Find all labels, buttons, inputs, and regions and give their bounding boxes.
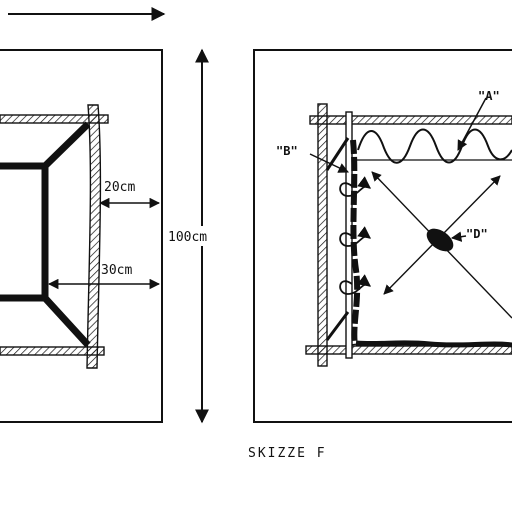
wavy-seal-a [357,128,512,164]
left-sketch: 20cm 30cm [0,49,163,423]
callout-a-label: "A" [478,89,500,103]
callout-a-arrow [457,97,487,151]
left-bottom-rail [0,346,105,356]
dimension-30cm-label: 30cm [101,263,132,278]
spring-hook-3 [339,274,372,295]
callout-d-arrow [450,231,467,242]
dimension-20cm-label: 20cm [104,180,135,195]
callout-b-label: "B" [276,144,298,158]
right-outer-post [317,103,328,367]
right-frame [253,49,512,423]
sketch-caption: SKIZZE F [248,446,327,461]
right-sealing-strip [350,139,361,346]
right-top-rail [309,115,512,125]
left-frame [0,49,163,423]
center-element-d [426,228,454,252]
spring-hook-1 [339,176,372,197]
right-bottom-seal [355,340,512,348]
spring-hook-2 [339,226,372,247]
callout-d-label: "D" [466,227,488,241]
left-top-rail [0,114,109,124]
right-sketch: "A" "B" "D" [253,49,512,423]
left-inner-frame [0,121,91,348]
left-post [86,104,102,369]
right-bottom-rail [305,345,512,355]
dimension-100cm-label: 100cm [168,230,207,245]
callout-b-arrow [309,153,349,173]
height-dimension: 100cm [166,48,224,424]
